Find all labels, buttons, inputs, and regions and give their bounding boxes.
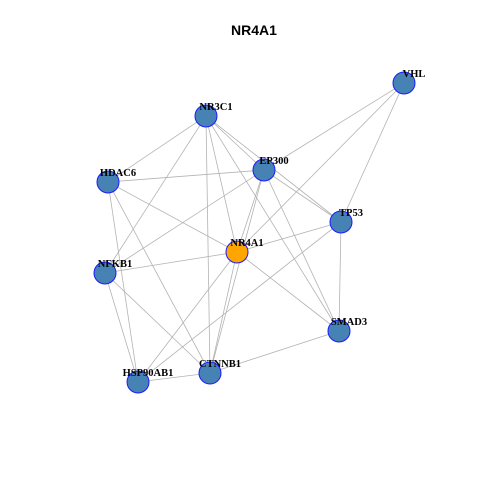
edge-nr4a1-hdac6 (107, 181, 238, 253)
edge-vhl-tp53 (340, 82, 405, 223)
edge-nr4a1-vhl (236, 82, 405, 253)
node-nr4a1[interactable] (225, 240, 249, 264)
edge-nr4a1-ctnnb1 (209, 251, 238, 374)
node-label-smad3: SMAD3 (331, 317, 367, 328)
node-hsp90ab1[interactable] (126, 370, 150, 394)
edge-nr4a1-smad3 (236, 251, 340, 332)
node-label-nr3c1: NR3C1 (199, 102, 232, 113)
node-label-nr4a1: NR4A1 (230, 238, 263, 249)
node-tp53[interactable] (329, 210, 353, 234)
edge-nr3c1-ctnnb1 (205, 115, 211, 374)
node-smad3[interactable] (327, 319, 351, 343)
edge-nfkb1-ctnnb1 (104, 272, 211, 374)
edge-nr3c1-smad3 (205, 115, 340, 332)
labels-layer: VHL NR3C1EP300HDAC6TP53NR4A1NFKB1SMAD3CTN… (98, 69, 426, 379)
node-ep300[interactable] (252, 158, 276, 182)
diagram-title: NR4A1 (231, 22, 277, 38)
node-nfkb1[interactable] (93, 261, 117, 285)
node-label-hdac6: HDAC6 (100, 168, 136, 179)
node-label-vhl: VHL (403, 69, 426, 80)
node-label-ep300: EP300 (259, 156, 288, 167)
edge-vhl-ep300 (263, 82, 405, 171)
node-label-ctnnb1: CTNNB1 (199, 359, 241, 370)
edge-ep300-ctnnb1 (209, 169, 265, 374)
edge-nr3c1-nfkb1 (104, 115, 207, 274)
edge-nr4a1-ep300 (236, 169, 265, 253)
node-hdac6[interactable] (96, 170, 120, 194)
edge-tp53-smad3 (338, 221, 342, 332)
edge-smad3-ctnnb1 (209, 330, 340, 374)
edge-nr4a1-nr3c1 (205, 115, 238, 253)
edge-nfkb1-hsp90ab1 (104, 272, 139, 383)
node-nr3c1[interactable] (194, 104, 218, 128)
edge-hdac6-ctnnb1 (107, 181, 211, 374)
node-label-tp53: TP53 (339, 208, 363, 219)
edge-ep300-hdac6 (107, 169, 265, 183)
edge-ep300-nfkb1 (104, 169, 265, 274)
edge-nr4a1-hsp90ab1 (137, 251, 238, 383)
edges-layer (104, 82, 405, 383)
edge-ep300-smad3 (263, 169, 340, 332)
node-vhl[interactable] (392, 71, 416, 95)
node-label-hsp90ab1: HSP90AB1 (123, 368, 174, 379)
edge-tp53-hsp90ab1 (137, 221, 342, 383)
nodes-layer (93, 71, 416, 394)
edge-nr4a1-tp53 (236, 221, 342, 253)
edge-nr4a1-nfkb1 (104, 251, 238, 274)
edge-nr3c1-ep300 (205, 115, 265, 171)
node-ctnnb1[interactable] (198, 361, 222, 385)
edge-ctnnb1-hsp90ab1 (137, 372, 211, 383)
edge-ep300-tp53 (263, 169, 342, 223)
edge-hdac6-hsp90ab1 (107, 181, 139, 383)
edge-nr3c1-hdac6 (107, 115, 207, 183)
node-label-nfkb1: NFKB1 (98, 259, 132, 270)
